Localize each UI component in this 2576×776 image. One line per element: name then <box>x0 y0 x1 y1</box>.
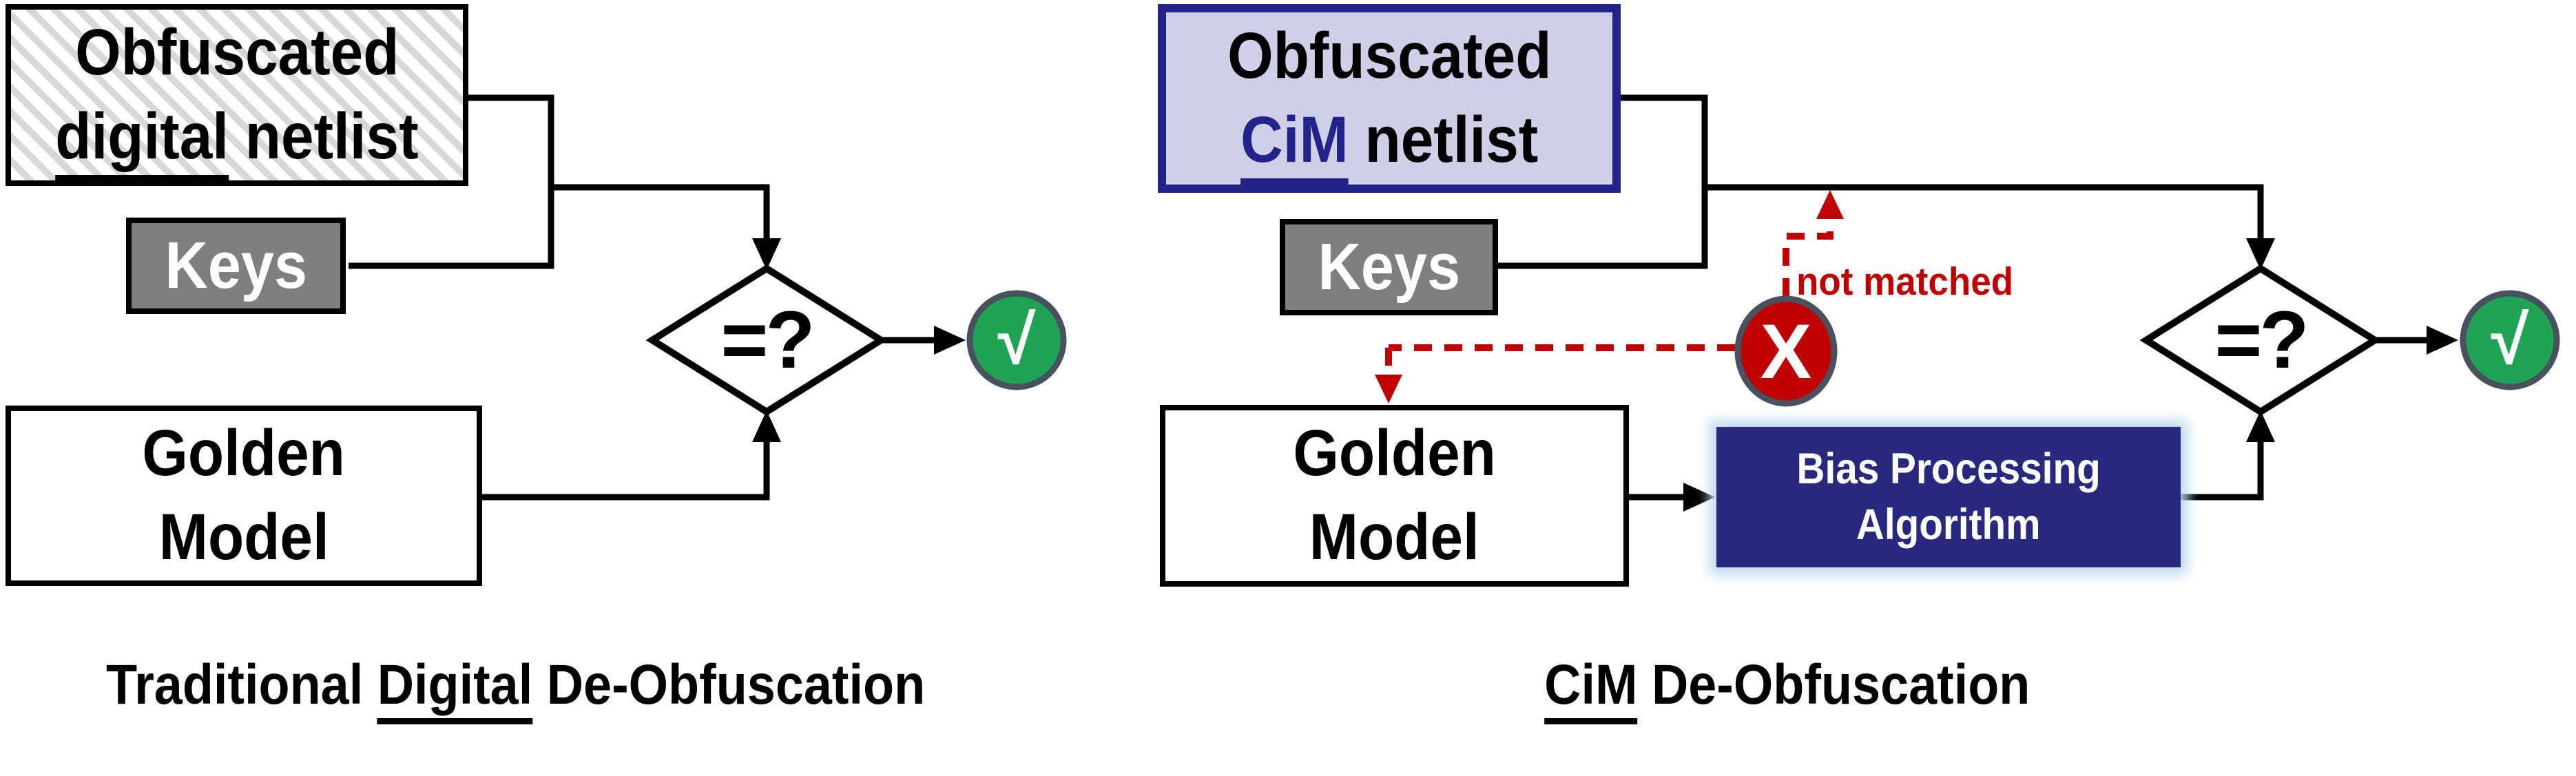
obfuscated-digital-netlist-box: Obfuscated digital netlist <box>6 4 468 186</box>
bias-input-arrowhead <box>1683 483 1715 512</box>
caption-left-pre: Traditional <box>106 653 378 716</box>
equality-text-right: =? <box>2214 295 2309 386</box>
golden-right-line2: Model <box>1309 501 1479 574</box>
keys-right-label: Keys <box>1318 230 1460 304</box>
mismatch-to-golden-arrowhead <box>1375 375 1402 403</box>
left-equality-diamond <box>645 264 888 416</box>
golden-model-box-right: Golden Model <box>1160 405 1629 587</box>
keys-box-right: Keys <box>1280 219 1498 315</box>
check-glyph-left: √ <box>997 301 1036 379</box>
netlist-left-line1: Obfuscated <box>74 16 399 90</box>
mismatch-retry-arrowhead <box>1816 190 1844 219</box>
bias-line1: Bias Processing <box>1796 445 2101 494</box>
x-mismatch-icon: X <box>1738 299 1834 403</box>
left-inputs-bus-connector <box>349 94 554 269</box>
right-equality-diamond <box>2139 264 2382 416</box>
caption-left-text: Traditional Digital De-Obfuscation <box>106 653 926 724</box>
netlist-right-line1: Obfuscated <box>1227 19 1552 93</box>
left-check-arrowhead <box>934 326 966 355</box>
golden-model-box-left: Golden Model <box>6 406 482 586</box>
left-diamond-bottom-arrowhead <box>752 410 781 442</box>
check-glyph-right: √ <box>2491 301 2529 379</box>
netlist-left-line2: digital netlist <box>55 95 419 181</box>
caption-left-post: De-Obfuscation <box>532 653 926 716</box>
check-icon-right: √ <box>2463 293 2557 387</box>
left-branch-to-diamond-connector <box>551 184 770 240</box>
keys-box-left: Keys <box>126 218 346 314</box>
netlist-right-line2: CiM netlist <box>1240 98 1539 185</box>
check-icon: √ <box>970 293 1063 387</box>
left-golden-to-diamond-connector <box>482 441 770 501</box>
netlist-left-word-rest: netlist <box>229 100 419 173</box>
caption-cim-deobfuscation: CiM De-Obfuscation <box>1312 653 2263 724</box>
right-diamond-top-arrowhead <box>2246 238 2275 270</box>
not-matched-label: not matched <box>1796 260 2014 304</box>
bias-line2: Algorithm <box>1856 501 2041 549</box>
equality-text-left: =? <box>720 295 816 386</box>
equality-label-left: =? <box>652 269 881 412</box>
equality-label-right: =? <box>2146 269 2375 412</box>
right-inputs-bus-connector <box>1496 94 1708 269</box>
caption-right-text: CiM De-Obfuscation <box>1544 653 2030 724</box>
golden-left-line1: Golden <box>142 417 346 490</box>
right-branch-to-diamond-connector <box>1705 184 2264 240</box>
obfuscated-cim-netlist-box: Obfuscated CiM netlist <box>1158 4 1621 193</box>
digital-underlined-word: digital <box>55 100 229 181</box>
keys-left-label: Keys <box>165 229 307 302</box>
caption-left-underlined: Digital <box>377 653 533 724</box>
caption-traditional-digital: Traditional Digital De-Obfuscation <box>41 653 991 724</box>
caption-right-underlined: CiM <box>1544 653 1638 724</box>
golden-left-line2: Model <box>158 501 329 574</box>
caption-right-post: De-Obfuscation <box>1637 653 2030 716</box>
bias-to-diamond-connector <box>2181 441 2264 501</box>
right-success-circle <box>2460 290 2560 390</box>
right-diamond-bottom-arrowhead <box>2246 410 2275 442</box>
golden-right-line1: Golden <box>1293 417 1496 490</box>
left-diamond-top-arrowhead <box>752 238 781 270</box>
mismatch-x-circle <box>1734 295 1838 407</box>
bias-processing-algorithm-box: Bias Processing Algorithm <box>1716 427 2181 567</box>
cim-underlined-word: CiM <box>1240 103 1349 185</box>
right-check-arrowhead <box>2427 326 2458 355</box>
x-glyph: X <box>1760 308 1812 395</box>
netlist-right-word-rest: netlist <box>1348 103 1539 176</box>
left-success-circle <box>966 290 1067 390</box>
